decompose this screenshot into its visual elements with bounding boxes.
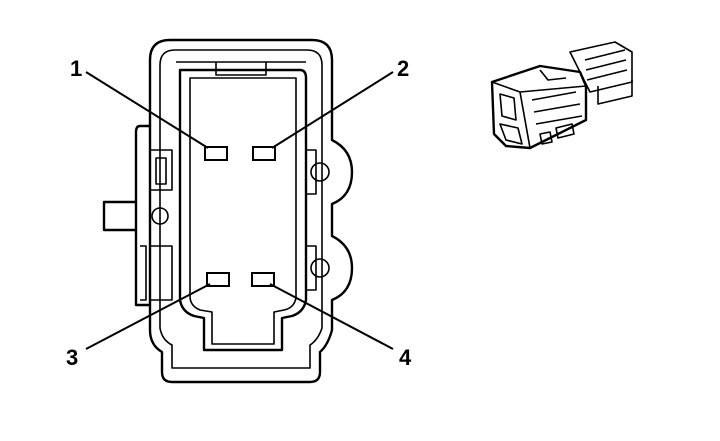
pin-label-3: 3 <box>66 345 78 370</box>
left-features <box>102 124 173 307</box>
leader-line-1 <box>85 71 209 149</box>
pin-label-1: 1 <box>70 56 82 81</box>
pin-label-4: 4 <box>399 345 412 370</box>
pin-4-terminal <box>251 272 275 287</box>
connector-3d-icon <box>490 41 633 150</box>
pin-2-terminal <box>252 146 276 161</box>
housing-outer <box>148 38 354 384</box>
leader-line-2 <box>271 71 394 149</box>
pin-label-2: 2 <box>397 56 409 81</box>
leader-line-3 <box>85 283 211 350</box>
pin-1-terminal <box>204 146 228 161</box>
leader-line-4 <box>269 283 394 350</box>
right-bumps <box>306 149 330 291</box>
pin-3-terminal <box>206 272 230 287</box>
top-latch <box>215 62 267 76</box>
housing-inner <box>159 49 323 369</box>
connector-face <box>102 38 354 384</box>
pin-cavity <box>178 68 308 352</box>
